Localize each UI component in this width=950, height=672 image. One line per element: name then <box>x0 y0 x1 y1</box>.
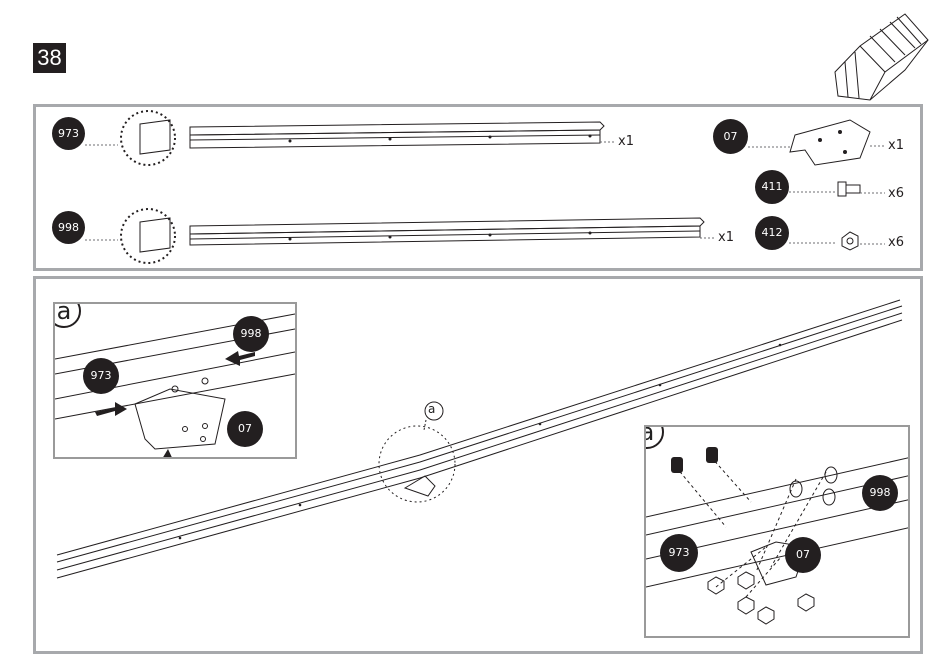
callout-right: a 998 973 07 <box>644 425 910 638</box>
parts-panel <box>33 104 923 271</box>
part-qty-411: x6 <box>888 186 904 201</box>
part-badge-973: 973 <box>52 117 85 150</box>
step-number: 38 <box>33 43 66 73</box>
part-qty-412: x6 <box>888 235 904 250</box>
callout-right-badge-973: 973 <box>660 534 698 572</box>
callout-right-letter: a <box>644 425 664 449</box>
detail-circle-label: a <box>428 402 435 416</box>
callout-right-drawing <box>646 427 910 638</box>
part-badge-411: 411 <box>755 170 789 204</box>
callout-right-badge-07: 07 <box>785 537 821 573</box>
callout-left-badge-973: 973 <box>83 358 119 394</box>
part-qty-07: x1 <box>888 138 904 153</box>
callout-left: a 998 973 07 <box>53 302 297 459</box>
part-qty-973: x1 <box>618 134 634 149</box>
callout-left-badge-07: 07 <box>227 411 263 447</box>
callout-left-badge-998: 998 <box>233 316 269 352</box>
callout-right-badge-998: 998 <box>862 475 898 511</box>
part-badge-998: 998 <box>52 211 85 244</box>
callout-left-letter: a <box>53 302 81 328</box>
part-badge-07: 07 <box>713 119 748 154</box>
part-qty-998: x1 <box>718 230 734 245</box>
part-badge-412: 412 <box>755 216 789 250</box>
